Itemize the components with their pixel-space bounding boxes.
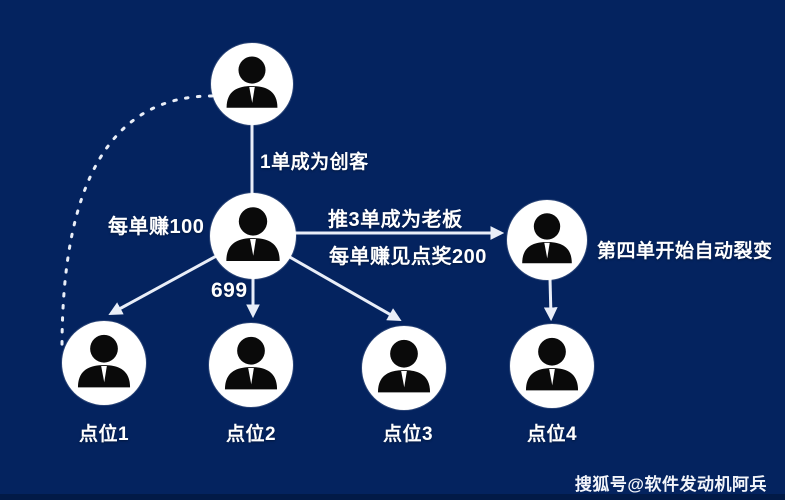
label-promote-boss: 推3单成为老板 [328,209,463,231]
node-slot2-person [209,323,293,407]
dotted-fission-curve [60,94,214,350]
label-order-price: 699 [211,279,248,302]
person-icon [226,207,280,261]
label-auto-fission: 第四单开始自动裂变 [597,241,773,262]
label-earn-per-order: 每单赚100 [108,216,205,238]
node-slot4-person [510,324,594,408]
bottom-edge-strip [0,494,785,500]
label-spot-reward: 每单赚见点奖200 [329,246,487,268]
person-icon [226,56,278,108]
node-top-person [211,43,293,125]
label-top-to-middle: 1单成为创客 [260,152,369,173]
person-icon [522,213,572,264]
person-icon [377,339,431,393]
node-middle-person [210,193,296,279]
watermark-text: 搜狐号@软件发动机阿兵 [574,475,767,494]
person-icon [525,337,579,391]
node-slot3-person [362,326,446,410]
label-slot3: 点位3 [382,424,434,445]
label-slot2: 点位2 [225,424,277,445]
person-icon [77,334,131,388]
label-slot1: 点位1 [78,424,130,445]
label-slot4: 点位4 [526,424,578,445]
person-icon [224,336,278,390]
node-right-person [507,200,587,280]
node-slot1-person [62,321,146,405]
